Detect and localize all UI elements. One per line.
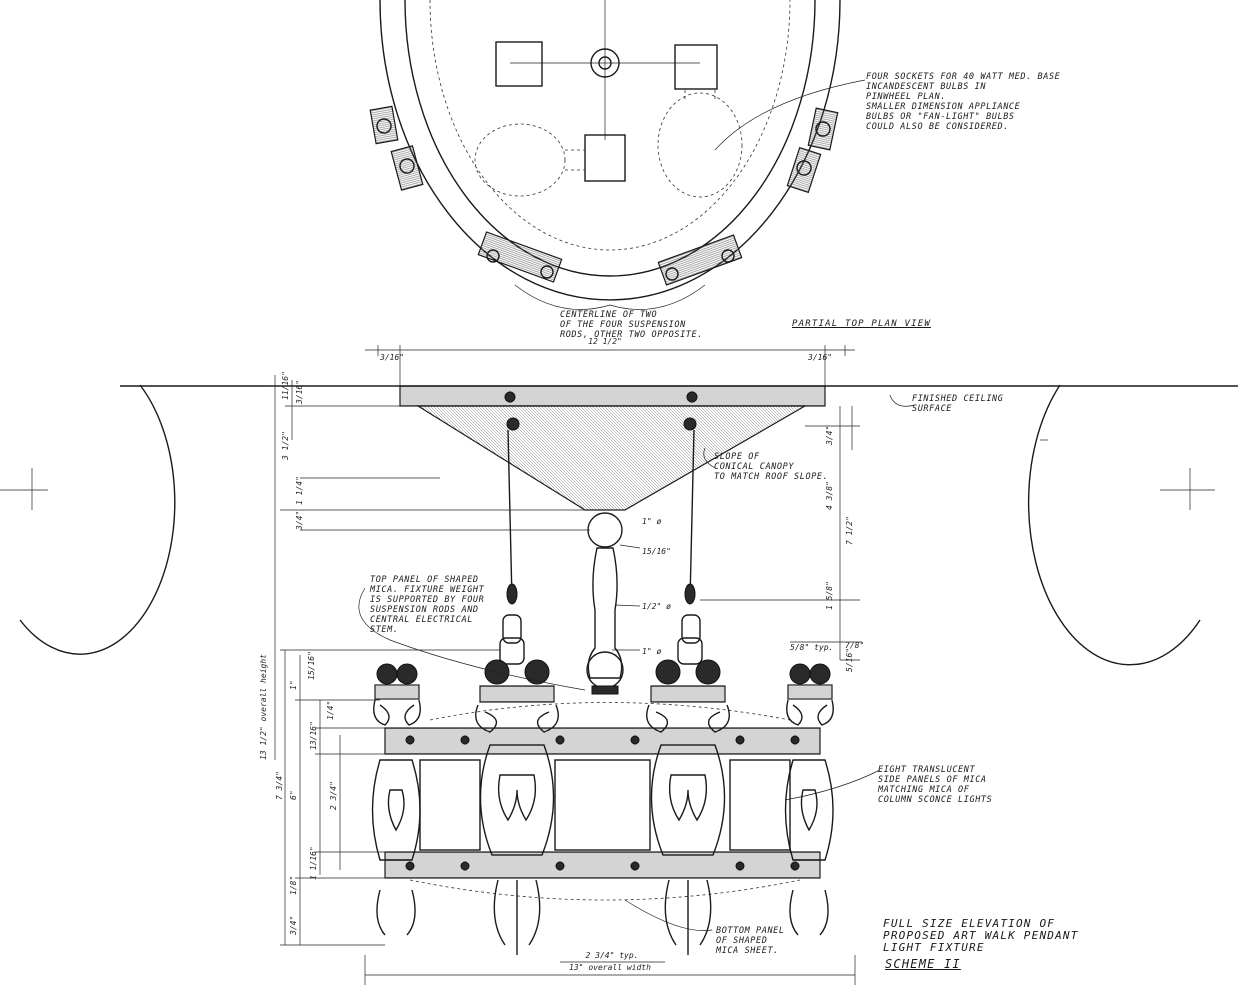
- dim-panel-spacing: 2 3/4" typ.: [586, 951, 639, 960]
- dim-body-panel: 2 3/4": [329, 781, 338, 810]
- scroll-column-left: [371, 663, 421, 936]
- note-centerline: Centerline of two of the four suspension…: [560, 310, 703, 340]
- dim-band-a: 1/4": [326, 701, 335, 720]
- dim-canopy-top-a: 11/16": [281, 371, 290, 400]
- plan-center-cross: [495, 0, 718, 182]
- dim-stem-ball-top: 1" ø: [642, 517, 661, 526]
- lower-band: [384, 851, 821, 879]
- dim-overall-height: 13 1/2" overall height: [259, 654, 268, 760]
- scroll-column-right: [784, 663, 834, 936]
- elevation-view: [371, 385, 834, 955]
- dim-overall-width: 13" overall width: [569, 963, 651, 972]
- dim-rod-upper: 4 3/8": [825, 481, 834, 510]
- dim-finial-gap: 1": [289, 680, 298, 690]
- scroll-column-center-right: [646, 659, 730, 955]
- note-top-panel: Top panel of shaped mica. Fixture weight…: [370, 575, 485, 635]
- note-four-sockets: Four sockets for 40 watt med. base incan…: [866, 72, 1061, 132]
- dim-body-upper: 6": [289, 790, 298, 800]
- note-finished-ceiling: Finished ceiling surface: [912, 394, 1004, 414]
- dim-canopy-tip: 3/4": [295, 511, 304, 531]
- drawing-title: Full size elevation of proposed Art Walk…: [883, 917, 1079, 954]
- mica-panel: [729, 759, 791, 851]
- dim-finial-right-b: 5/16": [845, 648, 854, 672]
- mica-panel: [554, 759, 651, 851]
- dimension-lines: [265, 345, 916, 985]
- scroll-column-center-left: [475, 659, 559, 955]
- upper-band: [384, 727, 821, 755]
- dim-canopy-top-b: 3/16": [295, 380, 304, 405]
- note-eight-panels: Eight translucent side panels of mica ma…: [878, 765, 993, 805]
- chain-links: [499, 614, 703, 665]
- dim-finial-height: 15/16": [307, 651, 316, 680]
- dim-canopy-height: 3 1/2": [281, 431, 290, 461]
- plan-rim-sockets: [369, 105, 839, 286]
- scheme-label: Scheme II: [885, 957, 961, 971]
- dim-canopy-width: 12 1/2": [588, 337, 622, 346]
- dim-finial-width: 5/8" typ.: [790, 643, 833, 652]
- dimension-labels: 12 1/2" 3/16" 3/16" 11/16" 3/16" 3 1/2" …: [259, 337, 864, 972]
- dim-stem-ball-bottom: 1" ø: [642, 647, 661, 656]
- dim-band-b: 13/16": [309, 721, 318, 750]
- dim-stem-total: 7 1/2": [845, 516, 854, 545]
- dim-right-upper: 3/4": [825, 426, 834, 446]
- dim-left-edge: 3/16": [379, 353, 404, 362]
- side-arcs: [0, 384, 1215, 666]
- dim-canopy-lower: 1 1/4": [295, 476, 304, 505]
- conical-canopy: [415, 405, 808, 511]
- dim-finial-right: 7/8": [845, 641, 864, 650]
- dim-stem-mid: 1/2" ø: [642, 602, 671, 611]
- note-bottom-panel: Bottom panel of shaped mica sheet.: [716, 926, 785, 956]
- dim-stem-neck: 15/16": [642, 547, 671, 556]
- mica-panel: [419, 759, 481, 851]
- dim-body-foot: 1/8": [289, 876, 298, 895]
- dim-foot-height: 3/4": [289, 916, 298, 936]
- rivets: [405, 735, 800, 871]
- note-slope-canopy: Slope of conical canopy to match roof sl…: [714, 452, 829, 482]
- dim-body-lower: 1 1/16": [309, 846, 318, 880]
- dim-body-total: 7 3/4": [275, 771, 284, 800]
- dim-rod-lower: 1 5/8": [825, 581, 834, 610]
- note-partial-top-plan: Partial top plan view: [792, 319, 931, 329]
- dim-right-edge: 3/16": [807, 353, 832, 362]
- suspension-rods: [506, 429, 696, 605]
- central-stem: [586, 512, 624, 695]
- top-plan-view: [369, 0, 866, 310]
- plan-bulbs: [474, 90, 743, 198]
